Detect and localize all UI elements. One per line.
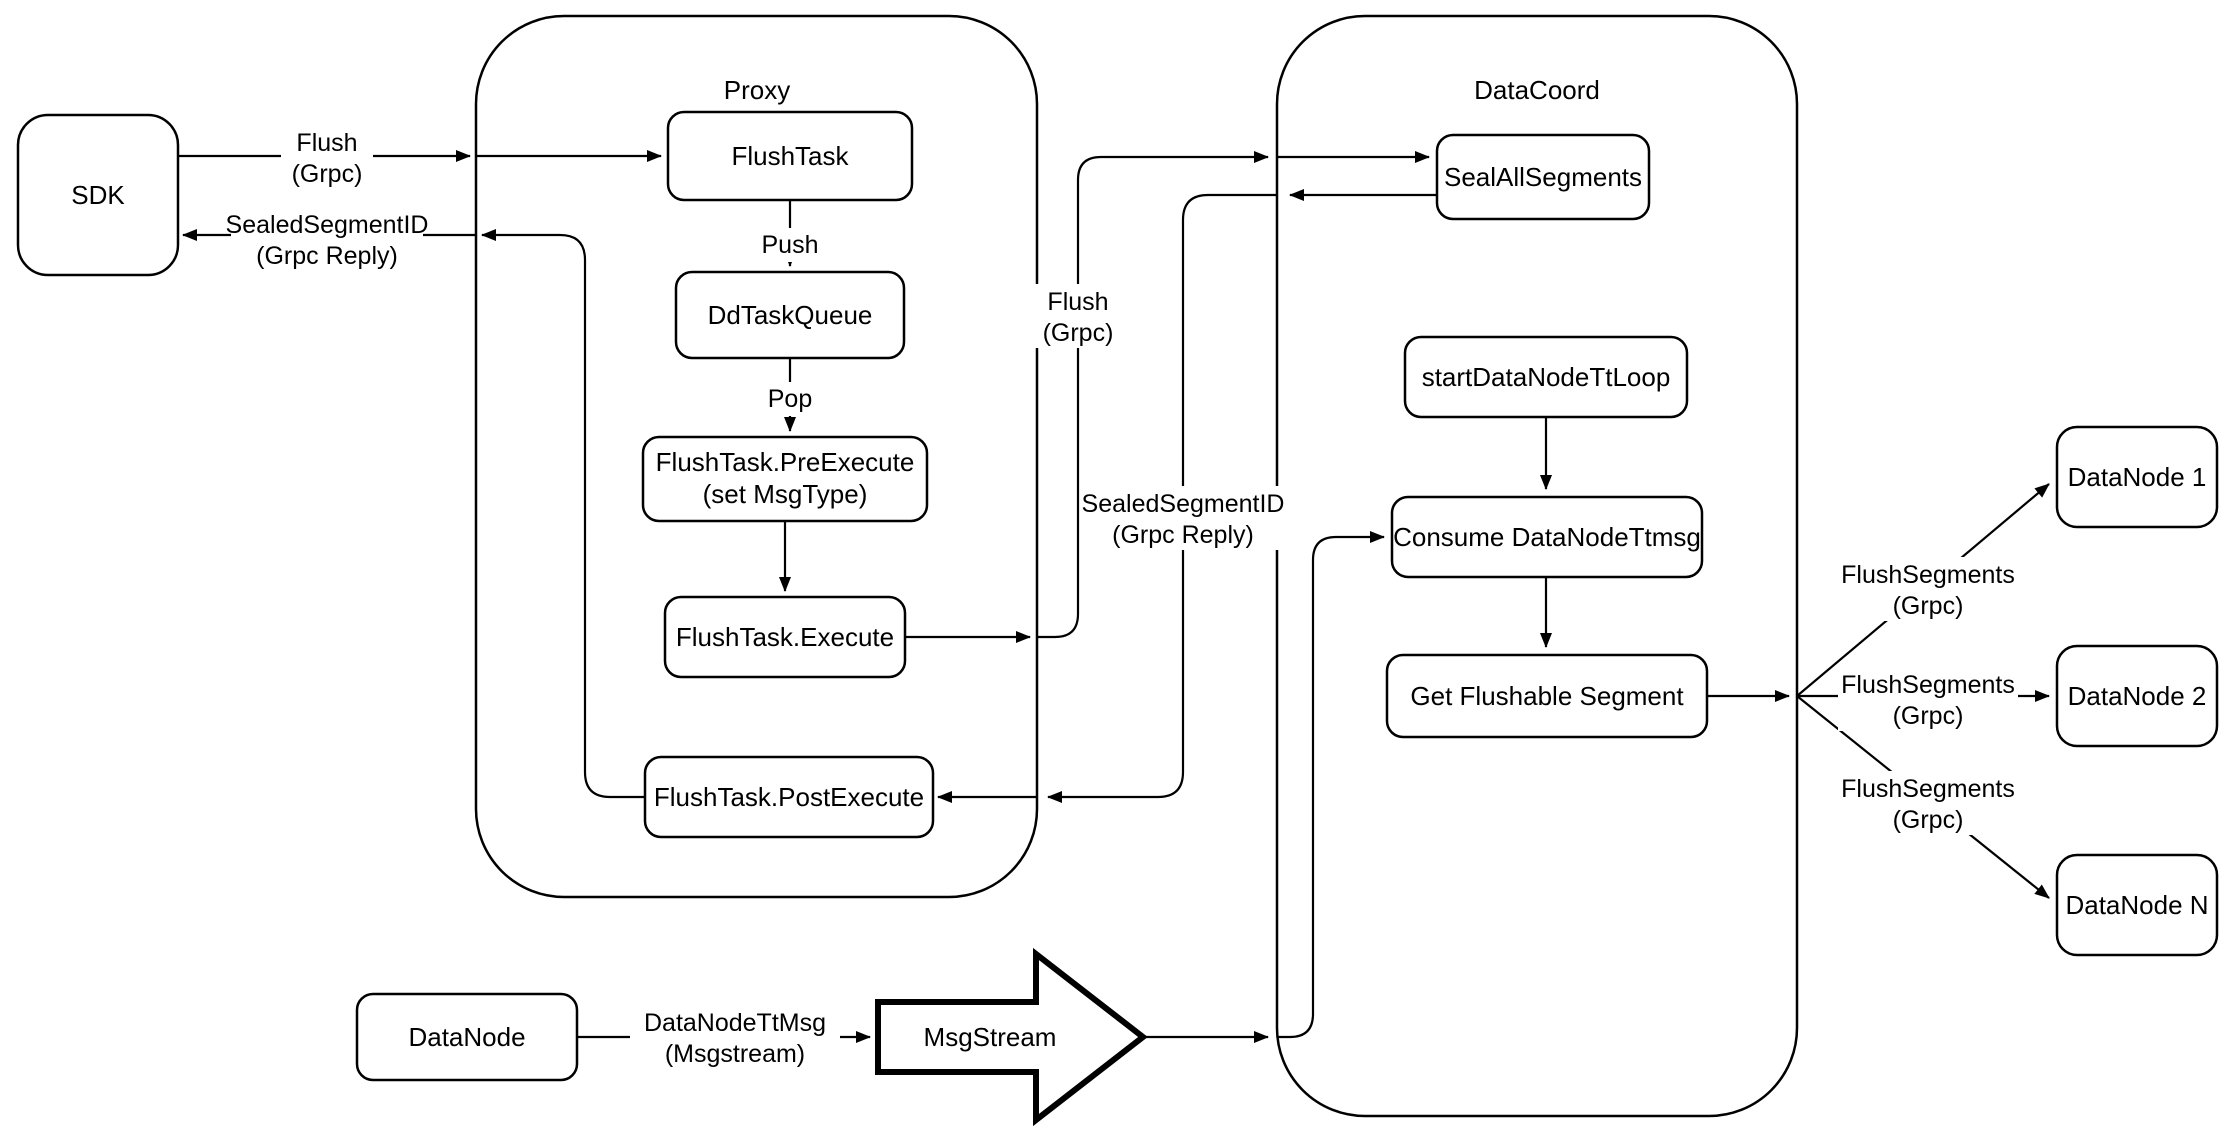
label-bg-pop: [758, 382, 822, 416]
preexecute-label-line2: (set MsgType): [703, 479, 868, 509]
getflushablesegment-node: [1385, 653, 1709, 739]
startdatanodettloop-node: [1403, 335, 1689, 419]
edge-label-sealed-sdk-line2: (Grpc Reply): [256, 242, 398, 270]
flushtask-node: [666, 110, 914, 202]
edge-proxy-to-datacoord-flush: [1037, 151, 1269, 639]
label-bg-sealed-post: [1087, 486, 1279, 550]
label-bg-datanodettmsg: [630, 1005, 840, 1069]
ddtaskqueue-label: DdTaskQueue: [708, 300, 873, 330]
datanode1-label: DataNode 1: [2068, 462, 2207, 492]
postexecute-node: [643, 755, 935, 839]
sealallsegments-node: [1435, 133, 1651, 221]
edge-label-datanodettmsg-line1: DataNodeTtMsg: [644, 1009, 826, 1037]
label-bg-flush-sdk: [281, 126, 373, 188]
edge-label-flush-coord-line2: (Grpc): [1043, 319, 1114, 347]
consumedatanodettmsg-label: Consume DataNodeTtmsg: [1393, 522, 1701, 552]
msgstream-label: MsgStream: [924, 1022, 1057, 1052]
label-bg-sealed-sdk: [231, 207, 423, 271]
label-bg-push: [754, 228, 826, 262]
edge-label-pop: Pop: [768, 385, 812, 413]
label-bg-flushsegments-3: [1838, 771, 2018, 835]
datanode2-label: DataNode 2: [2068, 681, 2207, 711]
getflushablesegment-label: Get Flushable Segment: [1410, 681, 1684, 711]
proxy-container-label: Proxy: [724, 75, 790, 105]
edge-label-flushsegments-2-line1: FlushSegments: [1841, 671, 2015, 699]
edge-label-flushsegments-3-line1: FlushSegments: [1841, 775, 2015, 803]
edge-label-sealed-post-line2: (Grpc Reply): [1112, 521, 1254, 549]
preexecute-node: [641, 435, 929, 523]
datacoord-container: [1275, 14, 1799, 1118]
datanode2-node: [2055, 644, 2219, 748]
execute-label: FlushTask.Execute: [676, 622, 894, 652]
edge-label-flush-sdk-line1: Flush: [296, 129, 357, 157]
ddtaskqueue-node: [674, 270, 906, 360]
sdk-node: [16, 113, 180, 277]
edge-label-flushsegments-2-line2: (Grpc): [1893, 702, 1964, 730]
edge-label-flush-coord-line1: Flush: [1047, 288, 1108, 316]
edge-label-flushsegments-1-line1: FlushSegments: [1841, 561, 2015, 589]
edge-label-push: Push: [762, 231, 819, 259]
edge-label-flushsegments-1-line2: (Grpc): [1893, 592, 1964, 620]
label-bg-flush-coord: [1034, 284, 1122, 348]
edge-label-sealed-post-line1: SealedSegmentID: [1082, 490, 1285, 518]
flushtask-label: FlushTask: [731, 141, 849, 171]
proxy-container: [474, 14, 1039, 899]
preexecute-label-line1: FlushTask.PreExecute: [656, 447, 915, 477]
datanoden-label: DataNode N: [2065, 890, 2208, 920]
datanode-node: [355, 992, 579, 1082]
sealallsegments-label: SealAllSegments: [1444, 162, 1642, 192]
edge-label-flush-sdk-line2: (Grpc): [292, 160, 363, 188]
label-bg-flushsegments-1: [1838, 557, 2018, 621]
startdatanodettloop-label: startDataNodeTtLoop: [1422, 362, 1671, 392]
datanode-label: DataNode: [408, 1022, 525, 1052]
edge-label-datanodettmsg-line2: (Msgstream): [665, 1040, 805, 1068]
datanoden-node: [2055, 853, 2219, 957]
execute-node: [663, 595, 907, 679]
postexecute-label: FlushTask.PostExecute: [654, 782, 924, 812]
consumedatanodettmsg-node: [1390, 495, 1704, 579]
edge-postexecute-to-proxy-edge: [481, 229, 645, 799]
edge-label-flushsegments-3-line2: (Grpc): [1893, 806, 1964, 834]
label-bg-flushsegments-2: [1838, 667, 2018, 731]
datacoord-container-label: DataCoord: [1474, 75, 1600, 105]
edge-label-sealed-sdk-line1: SealedSegmentID: [226, 211, 429, 239]
edge-datacoord-to-consume: [1277, 531, 1385, 1039]
sdk-label: SDK: [71, 180, 125, 210]
msgstream-arrow-shape: [875, 947, 1148, 1127]
datanode1-node: [2055, 425, 2219, 529]
